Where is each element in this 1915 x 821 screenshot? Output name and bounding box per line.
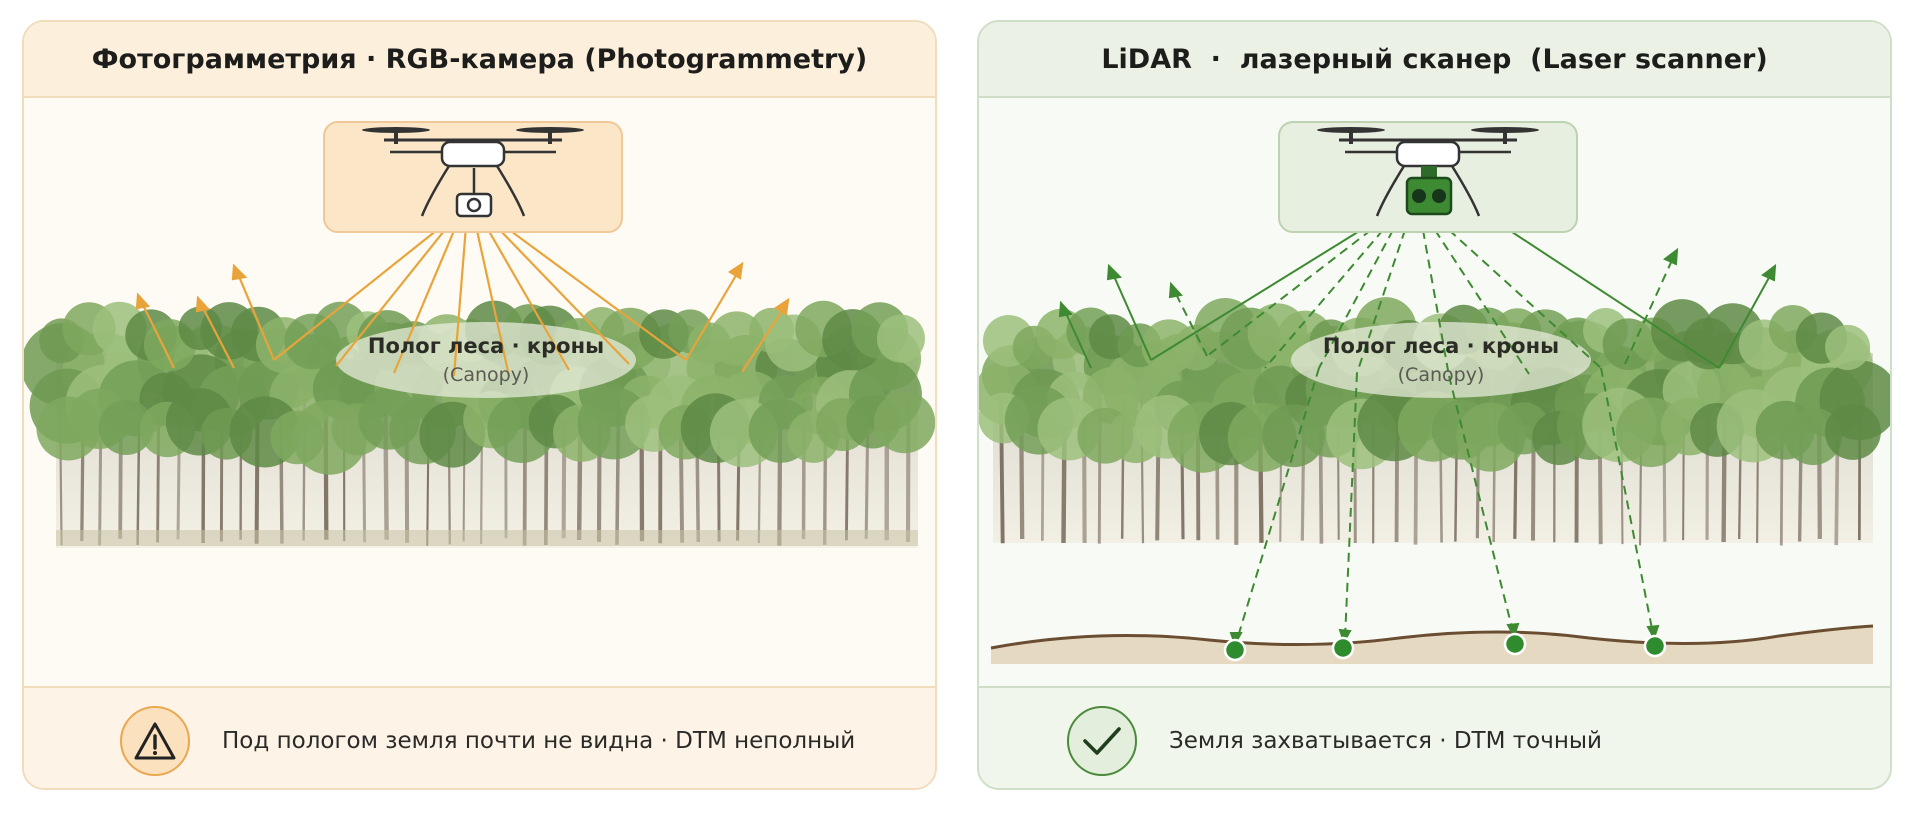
drone-lidar-scanner <box>1278 121 1578 233</box>
lidar-scanner-icon <box>1405 166 1453 216</box>
camera-rays <box>273 225 687 377</box>
canopy-label-sub: (Canopy) <box>442 364 530 386</box>
lidar-return-arrows <box>1058 247 1777 647</box>
photogrammetry-scene <box>24 121 935 548</box>
canopy-label-sub: (Canopy) <box>1397 364 1485 386</box>
canopy-label-main: Полог леса · кроны <box>367 334 605 358</box>
photogrammetry-panel: Фотограмметрия · RGB-камера (Photogramme… <box>22 20 937 790</box>
drone-rgb-camera <box>323 121 623 233</box>
reflected-arrows <box>135 261 790 373</box>
checkmark-icon <box>1067 706 1137 776</box>
canopy-label: Полог леса · кроны (Canopy) <box>1261 334 1621 386</box>
lidar-ground-return-rays <box>1206 229 1654 641</box>
canopy-label-main: Полог леса · кроны <box>1322 334 1560 358</box>
rgb-camera-icon <box>455 168 493 218</box>
lidar-panel: LiDAR · лазерный сканер (Laser scanner) <box>977 20 1892 790</box>
panel-title: LiDAR · лазерный сканер (Laser scanner) <box>979 22 1890 98</box>
panel-footer: Земля захватывается · DTM точный <box>979 686 1890 788</box>
lidar-first-return-rays <box>1150 229 1720 369</box>
warning-icon <box>120 706 190 776</box>
ground-hit-points <box>1223 632 1667 662</box>
forest-canopy <box>24 300 935 475</box>
lidar-scene <box>979 121 1890 664</box>
footer-text: Земля захватывается · DTM точный <box>1169 728 1602 754</box>
footer-text: Под пологом земля почти не видна · DTM н… <box>222 728 856 754</box>
ground-terrain <box>990 624 1874 664</box>
panel-title: Фотограмметрия · RGB-камера (Photogramme… <box>24 22 935 98</box>
canopy-label: Полог леса · кроны (Canopy) <box>306 334 666 386</box>
panel-footer: Под пологом земля почти не видна · DTM н… <box>24 686 935 788</box>
